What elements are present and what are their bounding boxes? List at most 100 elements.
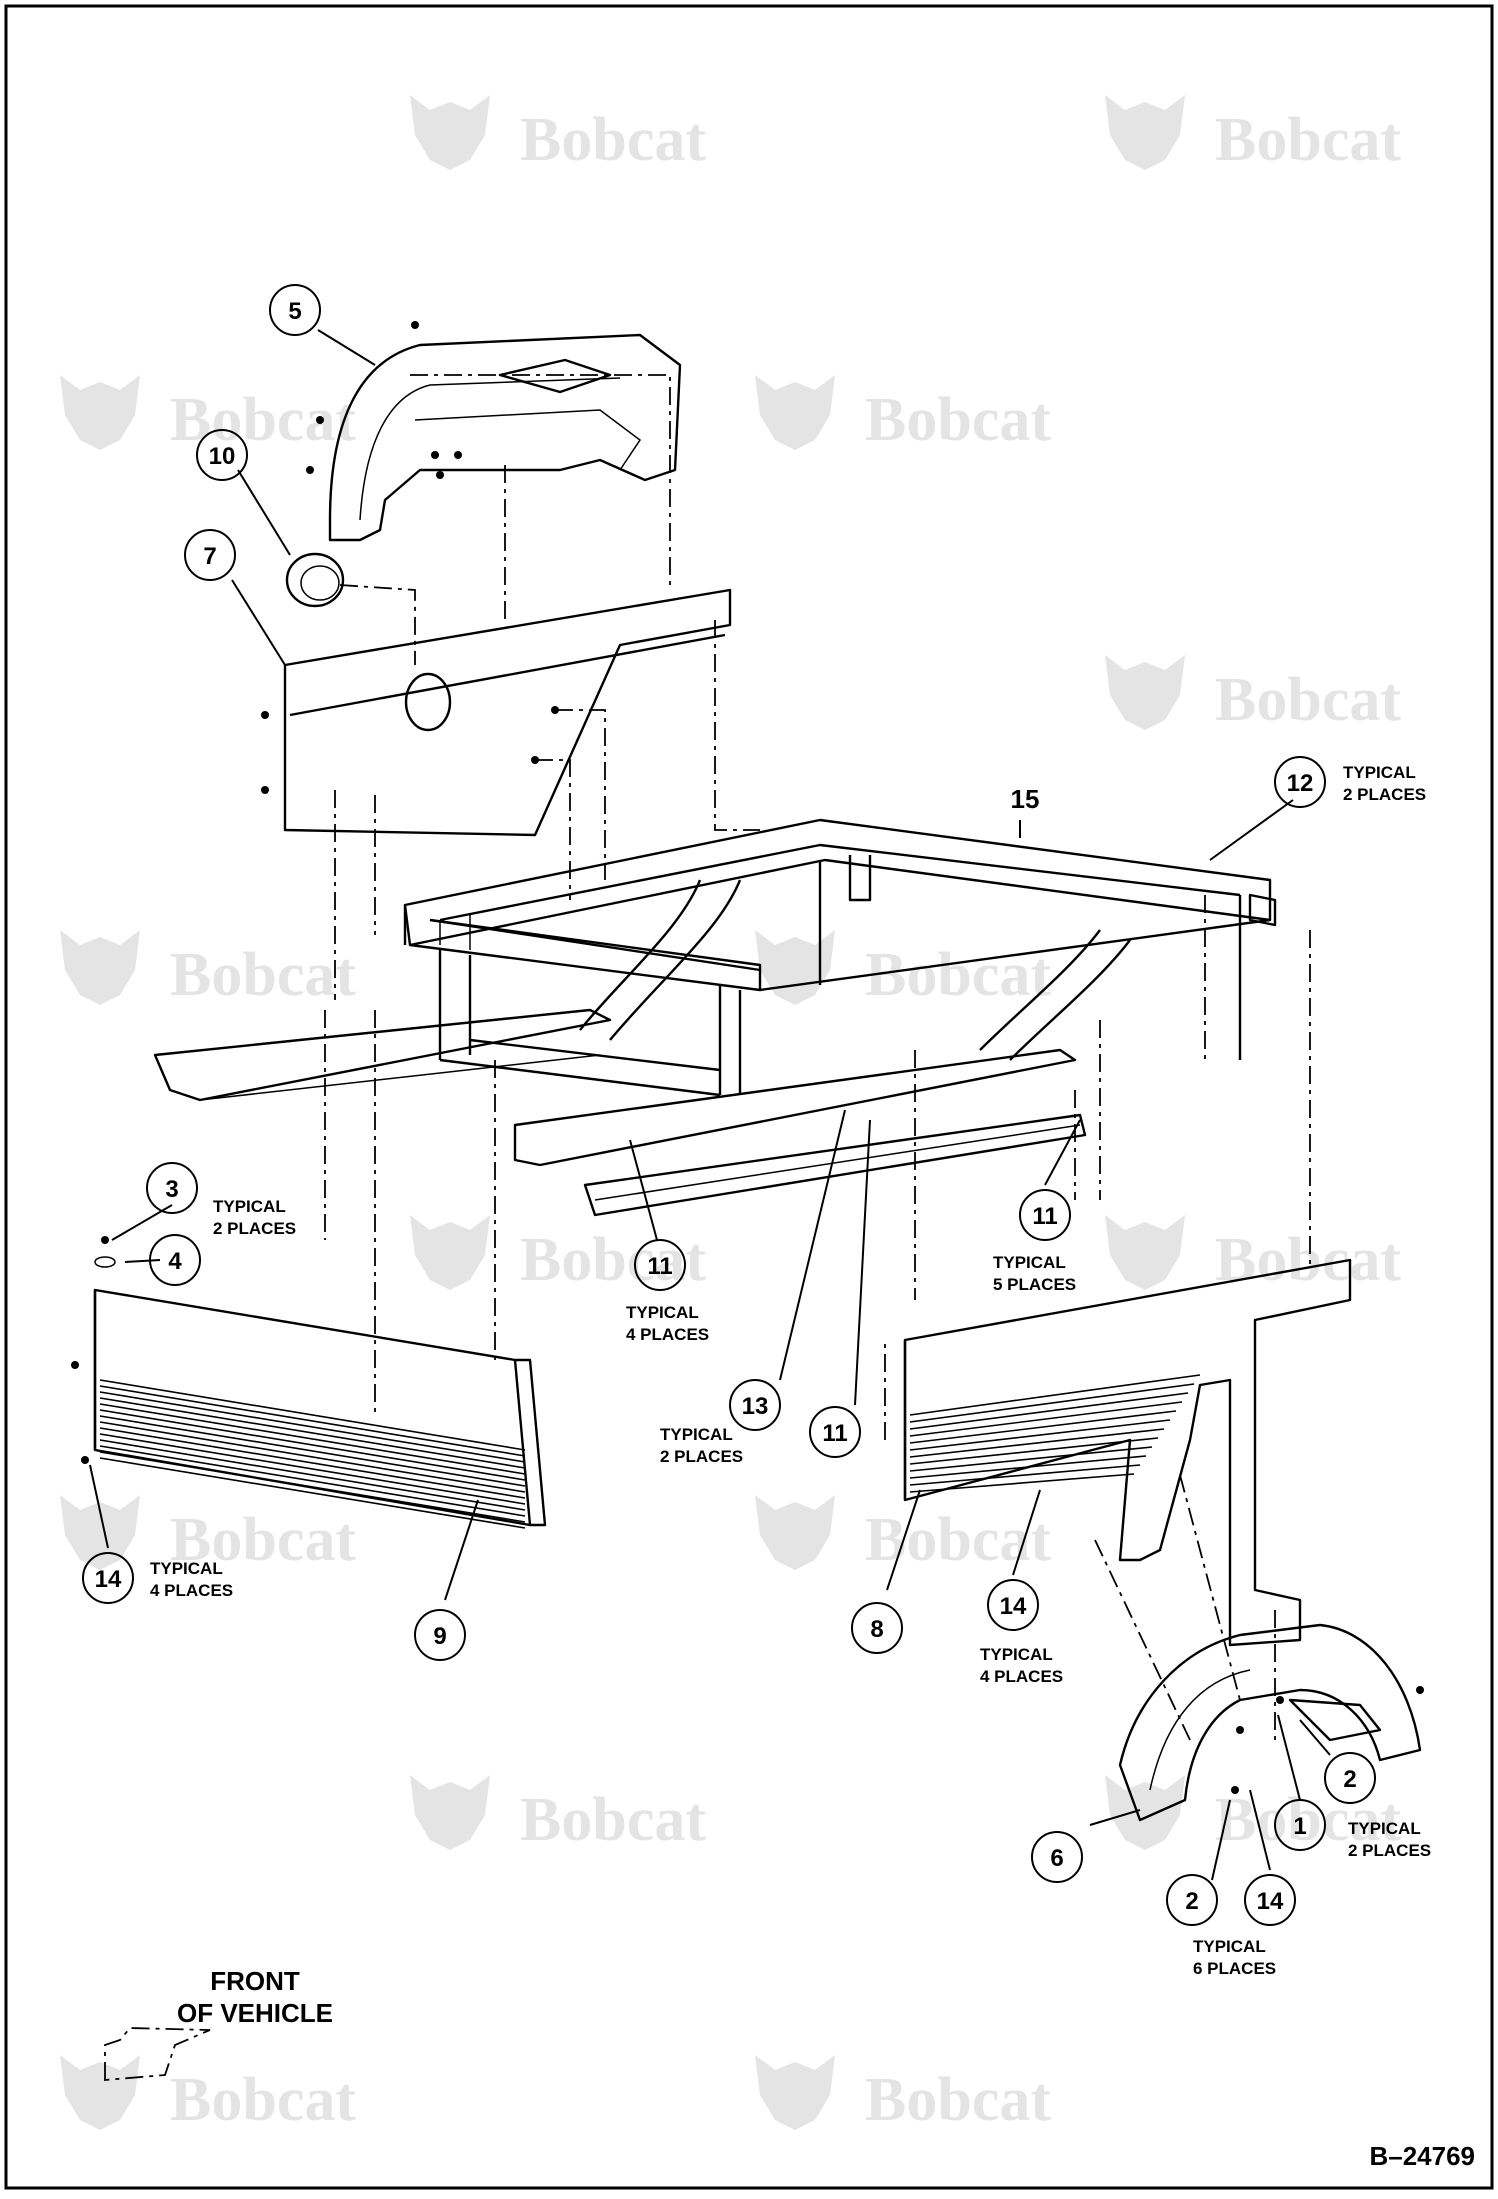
assembly-lines	[324, 374, 1311, 1745]
callout-label: 9	[433, 1623, 446, 1650]
louver-slat	[909, 1473, 1135, 1493]
bobcat-head-icon	[755, 1495, 835, 1570]
louver-slat	[99, 1385, 526, 1457]
callout-label: 11	[822, 1420, 847, 1447]
svg-text:4 PLACES: 4 PLACES	[150, 1581, 233, 1600]
callout-c12: 12	[1274, 756, 1326, 808]
callout-c2a: 2	[1324, 1752, 1376, 1804]
panel-front-right	[903, 1258, 1352, 1647]
louver-slat	[909, 1410, 1177, 1444]
bobcat-head-icon	[1105, 1775, 1185, 1850]
louver-slat	[909, 1437, 1159, 1465]
callout-c11a: 11	[634, 1239, 686, 1291]
callout-c11b: 11	[1019, 1189, 1071, 1241]
watermark-text: Bobcat	[865, 941, 1051, 1009]
callout-c2b: 2	[1166, 1874, 1218, 1926]
bobcat-head-icon	[60, 2055, 140, 2130]
callout-label: 2	[1343, 1766, 1356, 1793]
watermark-text: Bobcat	[1215, 666, 1401, 734]
callout-label: 5	[288, 298, 301, 325]
callout-label: 14	[1000, 1593, 1027, 1620]
front-label-line2: OF VEHICLE	[177, 1998, 333, 2028]
louver-slat	[909, 1401, 1183, 1437]
callout-label: 13	[742, 1393, 769, 1420]
svg-text:4 PLACES: 4 PLACES	[626, 1325, 709, 1344]
bobcat-head-icon	[755, 930, 835, 1005]
watermark-text: Bobcat	[865, 2066, 1051, 2134]
watermark-text: Bobcat	[170, 386, 356, 454]
callout-c14c: 14	[1244, 1874, 1296, 1926]
bobcat-head-icon	[755, 375, 835, 450]
watermark: Bobcat	[410, 1775, 706, 1854]
watermark-text: Bobcat	[1215, 106, 1401, 174]
callout-label: 10	[209, 443, 236, 470]
callout-c10: 10	[196, 429, 248, 481]
svg-text:2 PLACES: 2 PLACES	[1343, 785, 1426, 804]
watermark: Bobcat	[755, 375, 1051, 454]
leader-lines	[89, 329, 1331, 1881]
watermark-text: Bobcat	[520, 1226, 706, 1294]
callout-label: 6	[1050, 1845, 1063, 1872]
bobcat-head-icon	[1105, 95, 1185, 170]
louver-slat	[909, 1419, 1171, 1451]
fender-left	[306, 321, 682, 542]
svg-text:TYPICAL: TYPICAL	[150, 1559, 223, 1578]
svg-text:2 PLACES: 2 PLACES	[213, 1219, 296, 1238]
main-frame	[403, 818, 1277, 1097]
callout-label: 1	[1293, 1813, 1306, 1840]
watermark: Bobcat	[755, 930, 1051, 1009]
step-left	[153, 1008, 612, 1102]
watermark: Bobcat	[60, 1495, 356, 1574]
louver-slat	[99, 1427, 526, 1499]
watermark-text: Bobcat	[170, 1506, 356, 1574]
bobcat-head-icon	[755, 2055, 835, 2130]
note-n11b: TYPICAL 5 PLACES	[993, 1253, 1076, 1294]
light-ring	[285, 552, 345, 608]
watermark: Bobcat	[1105, 95, 1401, 174]
drawing-border	[4, 4, 1494, 2190]
callout-label: 3	[165, 1176, 178, 1203]
svg-text:TYPICAL: TYPICAL	[660, 1425, 733, 1444]
bobcat-head-icon	[60, 1495, 140, 1570]
watermark-text: Bobcat	[520, 1786, 706, 1854]
louver-slat	[99, 1433, 526, 1505]
callout-c7: 7	[184, 529, 236, 581]
louver-slat	[99, 1457, 526, 1529]
louver-slat	[909, 1455, 1147, 1479]
watermark-text: Bobcat	[865, 386, 1051, 454]
watermark: Bobcat	[60, 2055, 356, 2134]
svg-text:TYPICAL: TYPICAL	[993, 1253, 1066, 1272]
louver-slat	[909, 1392, 1189, 1430]
louver-slat	[99, 1409, 526, 1481]
svg-text:5 PLACES: 5 PLACES	[993, 1275, 1076, 1294]
svg-text:4 PLACES: 4 PLACES	[980, 1667, 1063, 1686]
callout-label: 14	[95, 1566, 122, 1593]
watermark-text: Bobcat	[1215, 1786, 1401, 1854]
callout-c11c: 11	[809, 1406, 861, 1458]
louver-slat	[99, 1415, 526, 1487]
bobcat-head-icon	[410, 1215, 490, 1290]
watermark-text: Bobcat	[520, 106, 706, 174]
callout-label: 11	[1032, 1203, 1057, 1230]
bobcat-head-icon	[1105, 655, 1185, 730]
louver-slat	[909, 1428, 1165, 1458]
louver-slat	[99, 1403, 526, 1475]
bobcat-head-icon	[1105, 1215, 1185, 1290]
louver-slat	[99, 1439, 526, 1511]
bobcat-head-icon	[410, 1775, 490, 1850]
callout-label: 7	[203, 543, 216, 570]
watermark: Bobcat	[410, 95, 706, 174]
svg-text:TYPICAL: TYPICAL	[626, 1303, 699, 1322]
note-n11a: TYPICAL 4 PLACES	[626, 1303, 709, 1344]
callout-c8: 8	[851, 1602, 903, 1654]
louver-slat	[99, 1397, 526, 1469]
watermark-text: Bobcat	[170, 2066, 356, 2134]
callout-c13: 13	[729, 1379, 781, 1431]
